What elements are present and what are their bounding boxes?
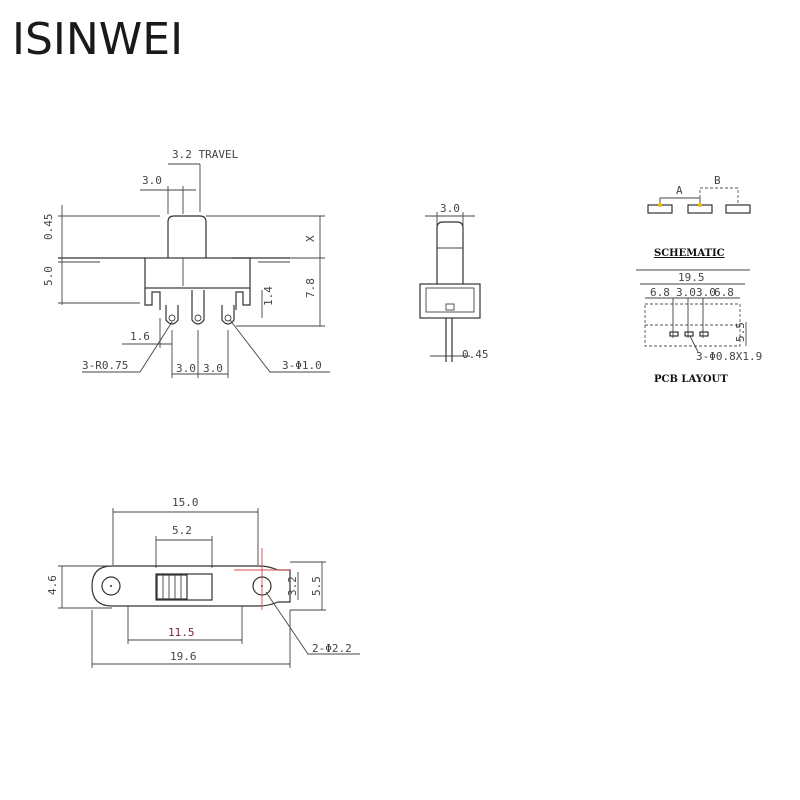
dim-pitch-a-label: 3.0	[176, 362, 196, 375]
dim-x-label: X	[304, 235, 317, 242]
terminal-right	[221, 305, 235, 325]
top-dim-150-label: 15.0	[172, 496, 199, 509]
pcb-d4-label: 6.8	[714, 286, 734, 299]
top-slider-window	[155, 573, 213, 601]
schematic-node-1	[658, 203, 662, 207]
pin-hole-mid	[194, 314, 202, 322]
dim-16-label: 1.6	[130, 330, 150, 343]
dim-pitch-b-label: 3.0	[203, 362, 223, 375]
radius-label: 3-R0.75	[82, 359, 128, 372]
dim-045-label: 0.45	[42, 214, 55, 241]
switch-body	[144, 257, 251, 289]
end-body	[419, 283, 481, 319]
schematic-link-b	[699, 187, 739, 205]
pcb-slot-2	[684, 331, 694, 337]
dim-14-label: 1.4	[262, 286, 275, 306]
pcb-overall-label: 19.5	[678, 271, 705, 284]
pcb-height-label: 5.5	[734, 322, 747, 342]
end-contact	[445, 303, 455, 311]
dim-travel-label: 3.2 TRAVEL	[172, 148, 239, 161]
top-mount-hole-left	[101, 576, 121, 596]
schematic-title: SCHEMATIC	[654, 248, 725, 259]
pcb-d1-label: 6.8	[650, 286, 670, 299]
top-slider-knob	[156, 574, 188, 600]
pcb-d2-label: 3.0	[676, 286, 696, 299]
terminal-left	[165, 305, 179, 325]
end-view: 3.0 0.45	[419, 202, 489, 362]
pin-hole-right	[224, 314, 232, 322]
pcb-slot-3	[699, 331, 709, 337]
top-dim-46-label: 4.6	[46, 575, 59, 595]
schematic-contact-3	[725, 204, 751, 214]
dim-act-width-label: 3.0	[142, 174, 162, 187]
schematic-b-label: B	[714, 174, 721, 187]
side-view: 3.2 TRAVEL 3.0 0.45 5.0 X 7.8 1.4 1.6 3.…	[42, 148, 330, 378]
brand-title: ISINWEI	[12, 14, 184, 65]
leader-radius	[82, 321, 173, 373]
schematic-a-label: A	[676, 184, 683, 197]
pcb-d3-label: 3.0	[696, 286, 716, 299]
top-view: 15.0 5.2 4.6 3.2 5.5	[46, 496, 360, 668]
top-dim-52-label: 5.2	[172, 524, 192, 537]
left-leg	[144, 288, 161, 310]
top-outline	[91, 565, 291, 607]
pcb-holes-label: 3-Φ0.8X1.9	[696, 350, 762, 363]
right-leg	[235, 288, 251, 310]
end-body-inner	[425, 287, 475, 313]
pcb-layout: 19.5 6.8 3.0 3.0 6.8 5.5 3-Φ0.8X1.9 PCB …	[636, 269, 762, 385]
top-dim-115-label: 11.5	[168, 626, 195, 639]
top-dim-196-label: 19.6	[170, 650, 197, 663]
pcb-title: PCB LAYOUT	[654, 374, 728, 385]
terminal-mid	[191, 290, 205, 325]
top-mount-leader	[265, 591, 360, 655]
top-dim-55-label: 5.5	[310, 576, 323, 596]
top-mount-label: 2-Φ2.2	[312, 642, 352, 655]
dim-78-label: 7.8	[304, 278, 317, 298]
schematic: A B SCHEMATIC	[647, 174, 751, 259]
schematic-node-2	[698, 203, 702, 207]
end-width-label: 3.0	[440, 202, 460, 215]
top-dim-32-label: 3.2	[286, 576, 299, 596]
top-hole-center-l	[110, 585, 112, 587]
end-pin-label: 0.45	[462, 348, 489, 361]
schematic-link-a	[659, 197, 701, 205]
leader-hole	[229, 319, 330, 373]
pin-hole-left	[168, 314, 176, 322]
pcb-slot-1	[669, 331, 679, 337]
pcb-holes-leader	[689, 335, 699, 353]
hole-label: 3-Φ1.0	[282, 359, 322, 372]
dim-50-label: 5.0	[42, 266, 55, 286]
end-actuator	[436, 221, 464, 284]
actuator-outline	[167, 215, 207, 258]
